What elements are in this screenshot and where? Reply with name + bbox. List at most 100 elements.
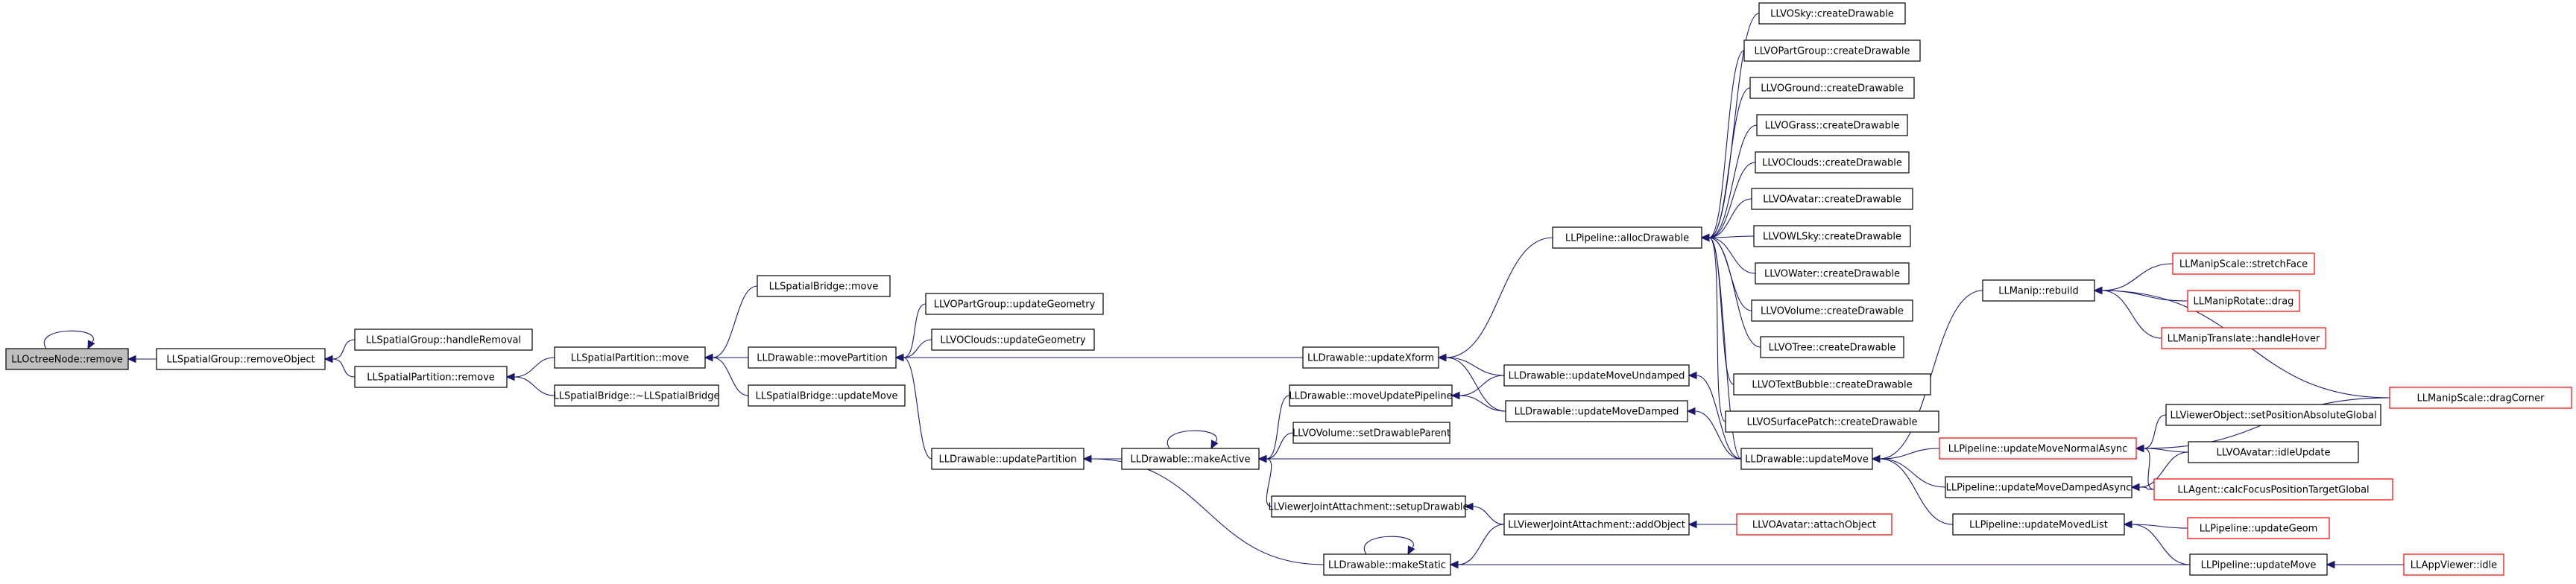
- node-label: LLManipScale::dragCorner: [2416, 393, 2545, 404]
- node-box: [1740, 448, 1873, 470]
- arrowhead: [2093, 286, 2103, 295]
- edge-line: [1459, 375, 1505, 396]
- node-lloctreenode-remove[interactable]: LLOctreeNode::remove: [5, 348, 129, 370]
- arrowhead: [2130, 483, 2140, 492]
- node-label: LLSpatialBridge::updateMove: [755, 391, 897, 402]
- edge-line: [1708, 237, 1734, 385]
- edge-line: [332, 358, 356, 378]
- node-llvosky-createdrawable[interactable]: LLVOSky::createDrawable: [1758, 2, 1906, 25]
- node-llvowater-createdrawable[interactable]: LLVOWater::createDrawable: [1755, 262, 1910, 285]
- node-llvotextbubble-createdrawable[interactable]: LLVOTextBubble::createDrawable: [1733, 373, 1931, 396]
- node-box: [354, 328, 533, 351]
- node-label: LLOctreeNode::remove: [11, 355, 123, 366]
- edge-line: [1708, 50, 1745, 238]
- node-label: LLVOGrass::createDrawable: [1765, 121, 1900, 132]
- node-llvoavatar-attachobject[interactable]: LLVOAvatar::attachObject: [1736, 513, 1892, 536]
- node-llvograss-createdrawable[interactable]: LLVOGrass::createDrawable: [1756, 114, 1908, 136]
- node-llvoclouds-updategeometry[interactable]: LLVOClouds::updateGeometry: [931, 328, 1095, 351]
- node-llmanip-rebuild[interactable]: LLManip::rebuild: [1982, 279, 2095, 302]
- node-llvoavatar-idleupdate[interactable]: LLVOAvatar::idleUpdate: [2188, 441, 2359, 463]
- node-label: LLDrawable::makeActive: [1131, 454, 1251, 466]
- node-label: LLVOTree::createDrawable: [1769, 343, 1896, 354]
- node-llpipeline-updatemovedlist[interactable]: LLPipeline::updateMovedList: [1952, 513, 2125, 536]
- node-llvotree-createdrawable[interactable]: LLVOTree::createDrawable: [1760, 336, 1904, 358]
- node-llmanipscale-stretchface[interactable]: LLManipScale::stretchFace: [2172, 253, 2315, 275]
- node-lldrawable-moveupdatepipeline[interactable]: LLDrawable::moveUpdatePipeline: [1289, 384, 1453, 407]
- node-label: LLSpatialBridge::move: [769, 282, 879, 293]
- edge-line: [1445, 237, 1553, 358]
- node-llspatialbridge-updatemove[interactable]: LLSpatialBridge::updateMove: [748, 384, 906, 407]
- node-label: LLAppViewer::idle: [2411, 560, 2497, 571]
- node-label: LLDrawable::updateMoveUndamped: [1509, 371, 1685, 382]
- node-label: LLSpatialGroup::removeObject: [166, 355, 315, 366]
- node-box: [2161, 327, 2326, 349]
- edge-line: [1708, 237, 1761, 348]
- node-lldrawable-makestatic[interactable]: LLDrawable::makeStatic: [1323, 553, 1451, 576]
- node-lldrawable-updatepartition[interactable]: LLDrawable::updatePartition: [931, 448, 1085, 470]
- node-lldrawable-updatemove[interactable]: LLDrawable::updateMove: [1740, 448, 1873, 470]
- node-llvopartgroup-createdrawable[interactable]: LLVOPartGroup::createDrawable: [1743, 39, 1921, 62]
- node-lldrawable-makeactive[interactable]: LLDrawable::makeActive: [1121, 448, 1260, 470]
- arrowhead: [87, 340, 95, 350]
- node-label: LLPipeline::updateGeom: [2200, 524, 2318, 535]
- node-llpipeline-updatemove[interactable]: LLPipeline::updateMove: [2189, 553, 2328, 576]
- node-box: [1505, 400, 1688, 422]
- call-edge: [1437, 237, 1553, 362]
- node-box: [156, 348, 326, 370]
- node-label: LLVOAvatar::attachObject: [1752, 520, 1876, 531]
- node-llvovolume-createdrawable[interactable]: LLVOVolume::createDrawable: [1751, 299, 1913, 322]
- node-label: LLDrawable::moveUpdatePipeline: [1289, 391, 1452, 402]
- node-label: LLSpatialPartition::remove: [367, 372, 495, 384]
- node-llvoavatar-createdrawable[interactable]: LLVOAvatar::createDrawable: [1751, 188, 1913, 210]
- node-llvosurfacepatch-createdrawable[interactable]: LLVOSurfacePatch::createDrawable: [1725, 410, 1939, 433]
- node-lldrawable-updatexform[interactable]: LLDrawable::updateXform: [1302, 346, 1439, 369]
- call-edge: [1363, 536, 1415, 556]
- node-llagent-calcfocuspositiontargetglobal[interactable]: LLAgent::calcFocusPositionTargetGlobal: [2153, 478, 2393, 501]
- node-llspatialbridge-llspatialbridge[interactable]: LLSpatialBridge::~LLSpatialBridge: [554, 384, 720, 407]
- node-llspatialgroup-removeobject[interactable]: LLSpatialGroup::removeObject: [156, 348, 326, 370]
- node-lldrawable-updatemovedamped[interactable]: LLDrawable::updateMoveDamped: [1505, 400, 1688, 422]
- arrowhead: [1257, 454, 1267, 463]
- edge-line: [2143, 448, 2189, 453]
- arrowhead: [2135, 444, 2144, 453]
- node-llpipeline-updatemovenormalasync[interactable]: LLPipeline::updateMoveNormalAsync: [1939, 437, 2137, 460]
- node-llvowlsky-createdrawable[interactable]: LLVOWLSky::createDrawable: [1753, 225, 1911, 247]
- node-llspatialpartition-remove[interactable]: LLSpatialPartition::remove: [354, 366, 508, 388]
- edge-line: [2138, 486, 2155, 490]
- node-llpipeline-updategeom[interactable]: LLPipeline::updateGeom: [2187, 517, 2330, 539]
- node-box: [1755, 151, 1910, 174]
- node-label: LLVOWLSky::createDrawable: [1763, 232, 1901, 243]
- node-llvovolume-setdrawableparent[interactable]: LLVOVolume::setDrawableParent: [1292, 422, 1450, 444]
- call-edge: [1464, 502, 1505, 525]
- node-llvopartgroup-updategeometry[interactable]: LLVOPartGroup::updateGeometry: [925, 293, 1104, 315]
- node-lldrawable-updatemoveundamped[interactable]: LLDrawable::updateMoveUndamped: [1503, 364, 1690, 387]
- edge-line: [1266, 395, 1290, 460]
- node-box: [1939, 437, 2137, 460]
- node-llspatialbridge-move[interactable]: LLSpatialBridge::move: [757, 275, 891, 297]
- node-llpipeline-updatemovedampedasync[interactable]: LLPipeline::updateMoveDampedAsync: [1945, 476, 2133, 498]
- node-lldrawable-movepartition[interactable]: LLDrawable::movePartition: [748, 346, 897, 369]
- edge-line: [2101, 290, 2188, 302]
- call-edge: [1700, 233, 1726, 422]
- call-edge: [1450, 391, 1506, 412]
- node-llmaniprotate-drag[interactable]: LLManipRotate::drag: [2187, 290, 2300, 312]
- node-llspatialgroup-handleremoval[interactable]: LLSpatialGroup::handleRemoval: [354, 328, 533, 351]
- node-box: [1289, 384, 1453, 407]
- node-llvoclouds-createdrawable[interactable]: LLVOClouds::createDrawable: [1755, 151, 1910, 174]
- node-label: LLSpatialPartition::move: [571, 353, 689, 364]
- node-llviewerjointattachment-addobject[interactable]: LLViewerJointAttachment::addObject: [1503, 513, 1690, 536]
- edge-line: [712, 357, 749, 396]
- call-edge: [1688, 520, 1737, 529]
- node-llappviewer-idle[interactable]: LLAppViewer::idle: [2403, 553, 2504, 576]
- node-llmaniptranslate-handlehover[interactable]: LLManipTranslate::handleHover: [2161, 327, 2326, 349]
- arrowhead: [1210, 439, 1219, 450]
- node-llmanipscale-dragcorner[interactable]: LLManipScale::dragCorner: [2389, 387, 2572, 409]
- node-box: [1733, 373, 1931, 396]
- node-llviewerobject-setpositionabsoluteglobal[interactable]: LLViewerObject::setPositionAbsoluteGloba…: [2165, 404, 2381, 426]
- node-llpipeline-allocdrawable[interactable]: LLPipeline::allocDrawable: [1552, 226, 1702, 249]
- edge-line: [1266, 432, 1294, 460]
- node-llvoground-createdrawable[interactable]: LLVOGround::createDrawable: [1749, 77, 1915, 99]
- node-llspatialpartition-move[interactable]: LLSpatialPartition::move: [554, 346, 706, 369]
- node-label: LLVOClouds::createDrawable: [1762, 158, 1902, 169]
- node-llviewerjointattachment-setupdrawable[interactable]: LLViewerJointAttachment::setupDrawable: [1268, 495, 1469, 518]
